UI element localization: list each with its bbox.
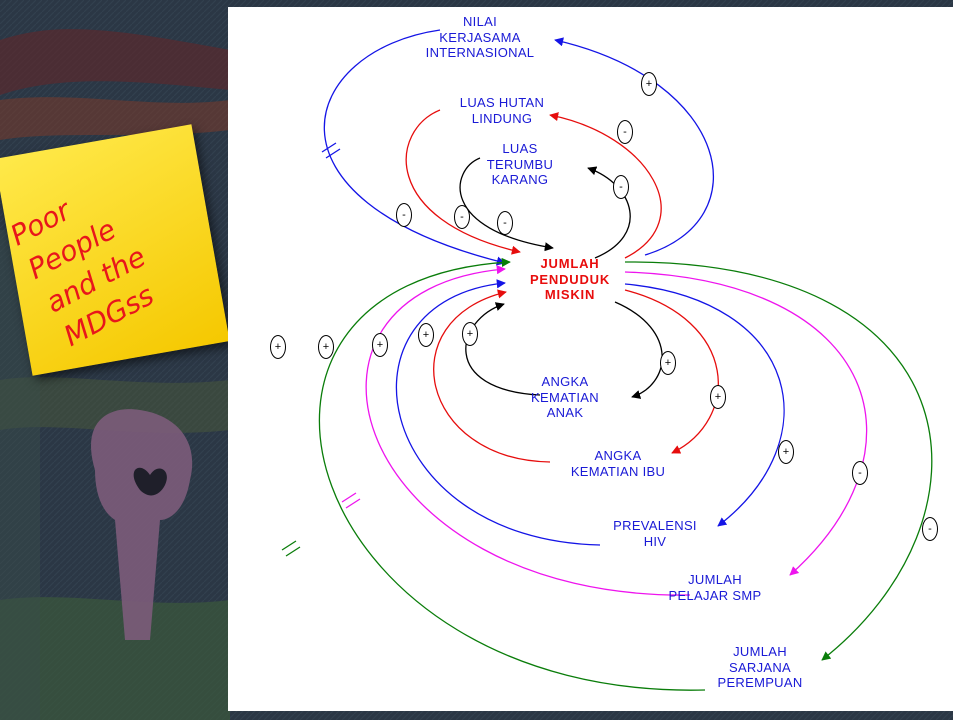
node-ibu-line-1: ANGKA [594, 448, 642, 463]
node-jumlah-sarjana-perempuan: JUMLAH SARJANA PEREMPUAN [700, 644, 820, 691]
polarity-sign: - [617, 120, 633, 144]
link-terumbu-to-center [459, 157, 554, 252]
node-anak-line-1: ANGKA [541, 374, 589, 389]
delay-mark-sarjana [281, 540, 301, 557]
polarity-sign: + [641, 72, 657, 96]
link-anak-to-center [465, 302, 541, 396]
node-terumbu-line-3: KARANG [491, 172, 549, 187]
node-ibu-line-2: KEMATIAN IBU [570, 463, 666, 479]
link-center-to-hiv [624, 283, 785, 527]
node-luas-hutan-lindung: LUAS HUTAN LINDUNG [432, 95, 572, 126]
diagram-panel [228, 7, 953, 711]
link-hutan-to-center [405, 109, 521, 255]
node-nilai-kerjasama-internasional: NILAI KERJASAMA INTERNASIONAL [400, 14, 560, 61]
node-hutan-line-2: LINDUNG [471, 110, 533, 126]
delay-mark-smp [341, 492, 361, 509]
polarity-sign: - [396, 203, 412, 227]
link-ibu-to-center [433, 289, 551, 463]
node-anak-line-2: KEMATIAN [531, 389, 599, 405]
node-kerjasama-line-1: NILAI [462, 14, 497, 29]
node-sarjana-line-2: SARJANA [728, 659, 792, 675]
node-sarjana-line-1: JUMLAH [733, 644, 787, 659]
link-center-to-hutan [549, 112, 662, 259]
node-center-line-3: MISKIN [544, 287, 596, 302]
node-kerjasama-line-2: KERJASAMA [439, 29, 521, 45]
node-terumbu-line-1: LUAS [502, 141, 538, 156]
polarity-sign: + [418, 323, 434, 347]
node-kerjasama-line-3: INTERNASIONAL [425, 45, 535, 60]
polarity-sign: + [462, 322, 478, 346]
polarity-sign: + [660, 351, 676, 375]
polarity-sign: + [778, 440, 794, 464]
node-terumbu-line-2: TERUMBU [486, 156, 554, 172]
link-hiv-to-center [395, 279, 601, 546]
node-hutan-line-1: LUAS HUTAN [459, 95, 545, 110]
node-sarjana-line-3: PEREMPUAN [717, 675, 803, 690]
link-sarjana-to-center [318, 257, 706, 691]
node-hiv-line-2: HIV [643, 533, 667, 549]
node-hiv-line-1: PREVALENSI [613, 518, 697, 533]
polarity-sign: + [318, 335, 334, 359]
node-luas-terumbu-karang: LUAS TERUMBU KARANG [470, 141, 570, 188]
polarity-sign: - [613, 175, 629, 199]
node-center-line-2: PENDUDUK [529, 271, 611, 287]
link-smp-to-center [365, 265, 691, 596]
link-center-to-kerjasama [554, 37, 714, 256]
link-center-to-smp [624, 271, 868, 576]
polarity-sign: - [852, 461, 868, 485]
node-angka-kematian-anak: ANGKA KEMATIAN ANAK [515, 374, 615, 421]
link-center-to-terumbu [587, 166, 631, 259]
polarity-sign: - [922, 517, 938, 541]
node-angka-kematian-ibu: ANGKA KEMATIAN IBU [548, 448, 688, 479]
node-jumlah-penduduk-miskin: JUMLAH PENDUDUK MISKIN [500, 256, 640, 303]
node-center-line-1: JUMLAH [540, 256, 600, 271]
node-jumlah-pelajar-smp: JUMLAH PELAJAR SMP [650, 572, 780, 603]
node-anak-line-3: ANAK [546, 405, 584, 420]
link-kerjasama-to-center [323, 29, 506, 266]
polarity-sign: - [454, 205, 470, 229]
node-prevalensi-hiv: PREVALENSI HIV [590, 518, 720, 549]
polarity-sign: - [497, 211, 513, 235]
link-center-to-anak [614, 301, 663, 399]
polarity-sign: + [710, 385, 726, 409]
polarity-sign: + [270, 335, 286, 359]
node-smp-line-2: PELAJAR SMP [668, 587, 762, 603]
polarity-sign: + [372, 333, 388, 357]
link-center-to-sarjana [624, 261, 933, 661]
link-center-to-ibu [624, 289, 719, 454]
delay-mark-kerjasama [321, 142, 341, 159]
node-smp-line-1: JUMLAH [688, 572, 742, 587]
